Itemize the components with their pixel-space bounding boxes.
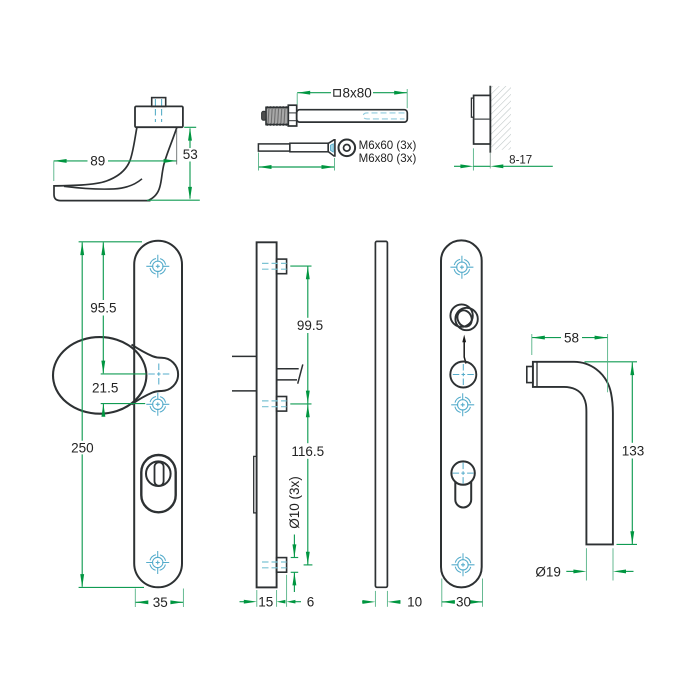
svg-text:15: 15 xyxy=(258,595,273,610)
svg-text:10: 10 xyxy=(407,595,422,610)
svg-text:M6x60 (3x): M6x60 (3x) xyxy=(359,138,417,152)
svg-text:M6x80 (3x): M6x80 (3x) xyxy=(359,151,417,165)
svg-text:30: 30 xyxy=(456,595,471,610)
svg-text:250: 250 xyxy=(71,440,94,455)
svg-text:133: 133 xyxy=(622,444,645,459)
svg-text:Ø19: Ø19 xyxy=(535,564,561,579)
svg-text:95.5: 95.5 xyxy=(90,300,116,315)
svg-text:8-17: 8-17 xyxy=(509,154,532,166)
svg-text:Ø10 (3x): Ø10 (3x) xyxy=(287,476,302,529)
svg-text:58: 58 xyxy=(564,331,579,346)
svg-text:89: 89 xyxy=(90,153,105,168)
svg-text:99.5: 99.5 xyxy=(297,318,323,333)
svg-text:35: 35 xyxy=(153,595,168,610)
svg-text:53: 53 xyxy=(183,147,198,162)
svg-text:8x80: 8x80 xyxy=(343,85,372,100)
svg-text:21.5: 21.5 xyxy=(92,381,118,396)
svg-text:116.5: 116.5 xyxy=(291,444,324,459)
svg-text:6: 6 xyxy=(307,595,315,610)
